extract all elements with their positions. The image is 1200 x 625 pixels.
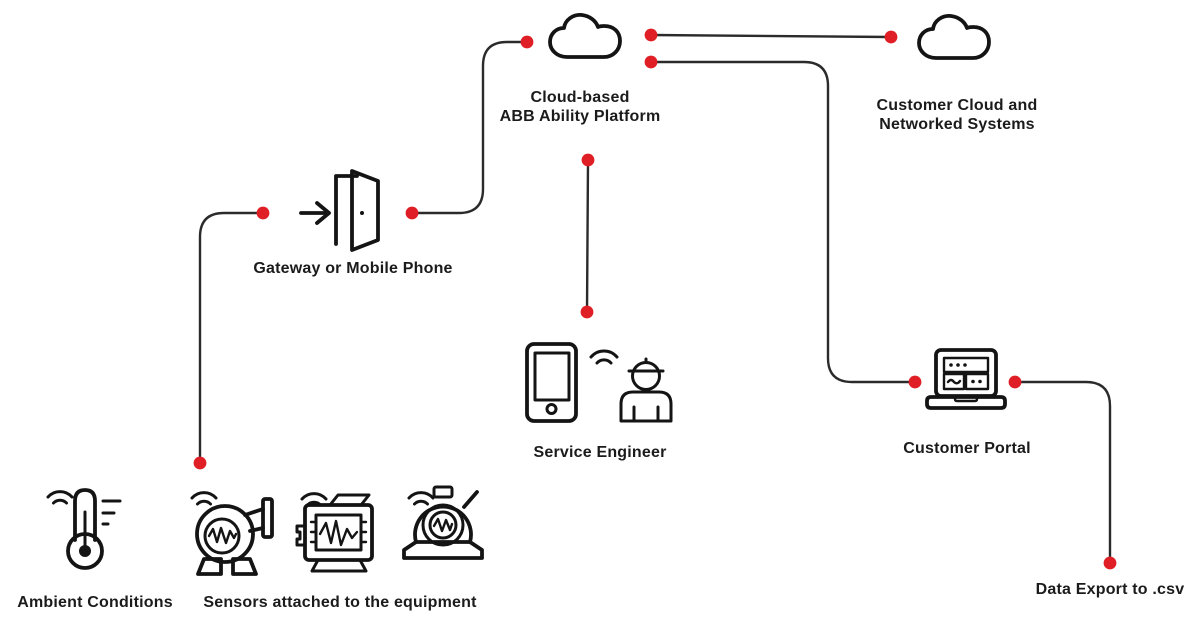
wifi-icon xyxy=(190,491,218,506)
label-sensors: Sensors attached to the equipment xyxy=(203,594,477,611)
connector-dot xyxy=(908,375,922,389)
tablet-icon xyxy=(525,342,578,423)
connector-dot xyxy=(1008,375,1022,389)
wifi-icon xyxy=(407,491,435,506)
label-gateway: Gateway or Mobile Phone xyxy=(253,260,453,277)
label-ambient-conditions: Ambient Conditions xyxy=(17,594,173,611)
label-service-engineer: Service Engineer xyxy=(533,444,667,461)
valve-sensor-icon xyxy=(402,485,484,560)
connector-dot xyxy=(256,206,270,220)
connector-portal-to-data-export xyxy=(1013,380,1112,565)
connector-gateway-to-abb-cloud xyxy=(410,40,529,215)
engineer-icon xyxy=(619,357,673,423)
wifi-icon xyxy=(589,349,619,365)
label-customer-cloud: Customer Cloud and Networked Systems xyxy=(876,97,1038,133)
pump-sensor-icon xyxy=(195,497,274,576)
connector-dot xyxy=(580,305,594,319)
motor-sensor-icon xyxy=(295,493,374,573)
door-icon xyxy=(334,169,380,252)
label-data-export: Data Export to .csv xyxy=(1035,581,1185,598)
connector-abb-cloud-to-service-engineer xyxy=(585,159,590,314)
connector-sensors-to-gateway xyxy=(198,211,265,465)
laptop-icon xyxy=(925,348,1007,410)
connector-dot xyxy=(644,28,658,42)
abb-cloud-icon xyxy=(548,13,622,59)
connector-abb-cloud-to-customer-cloud xyxy=(649,33,893,39)
connector-dot xyxy=(520,35,534,49)
connector-abb-cloud-to-customer-portal xyxy=(649,60,917,384)
connector-dot xyxy=(884,30,898,44)
connector-dot xyxy=(405,206,419,220)
connector-dot xyxy=(193,456,207,470)
connector-dot xyxy=(1103,556,1117,570)
connector-dot xyxy=(581,153,595,167)
customer-cloud-icon xyxy=(917,14,991,60)
arrow-right-icon xyxy=(299,201,331,225)
connector-dot xyxy=(644,55,658,69)
thermometer-icon xyxy=(66,488,122,570)
wifi-icon xyxy=(46,490,74,505)
label-customer-portal: Customer Portal xyxy=(903,440,1031,457)
label-abb-cloud: Cloud-based ABB Ability Platform xyxy=(499,89,661,125)
